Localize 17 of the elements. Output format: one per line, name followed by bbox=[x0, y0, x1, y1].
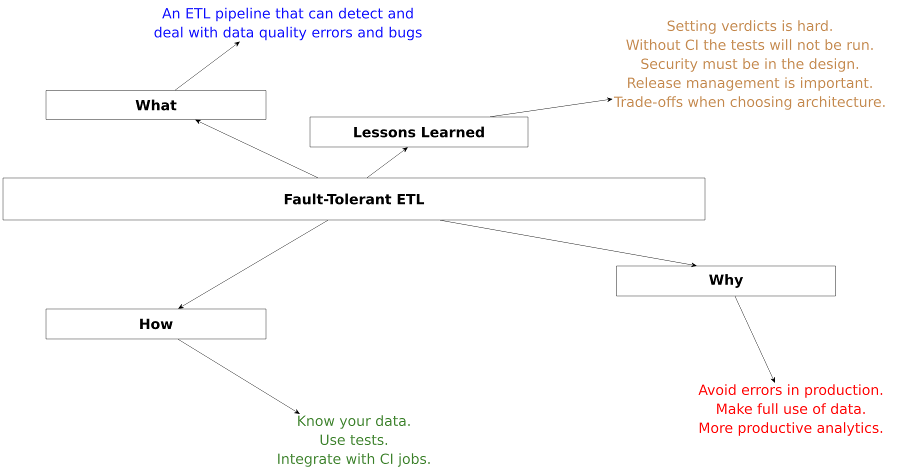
label-box: How bbox=[46, 308, 266, 340]
arrow bbox=[178, 220, 328, 309]
arrow bbox=[174, 42, 240, 90]
label-box: Lessons Learned bbox=[310, 116, 528, 148]
note-text: An ETL pipeline that can detect and deal with data quality errors and bugs bbox=[154, 8, 422, 40]
arrow bbox=[366, 147, 408, 178]
arrow bbox=[195, 120, 318, 178]
note-text: Know your data. Use tests. Integrate with CI jobs. bbox=[278, 415, 430, 467]
label-box: Fault-Tolerant ETL bbox=[2, 178, 706, 220]
arrow bbox=[734, 296, 775, 383]
note-text: Setting verdicts is hard. Without CI the tests will not be run. Security must be in the design. Release management is important. Trade-offs when choosing architecture. bbox=[614, 20, 885, 110]
label-box: Why bbox=[616, 266, 836, 296]
arrow bbox=[178, 339, 300, 414]
label-box: What bbox=[46, 90, 266, 120]
arrow bbox=[440, 220, 697, 268]
arrow bbox=[490, 98, 612, 117]
note-text: Avoid errors in production. Make full use of data. More productive analytics. bbox=[698, 384, 882, 436]
